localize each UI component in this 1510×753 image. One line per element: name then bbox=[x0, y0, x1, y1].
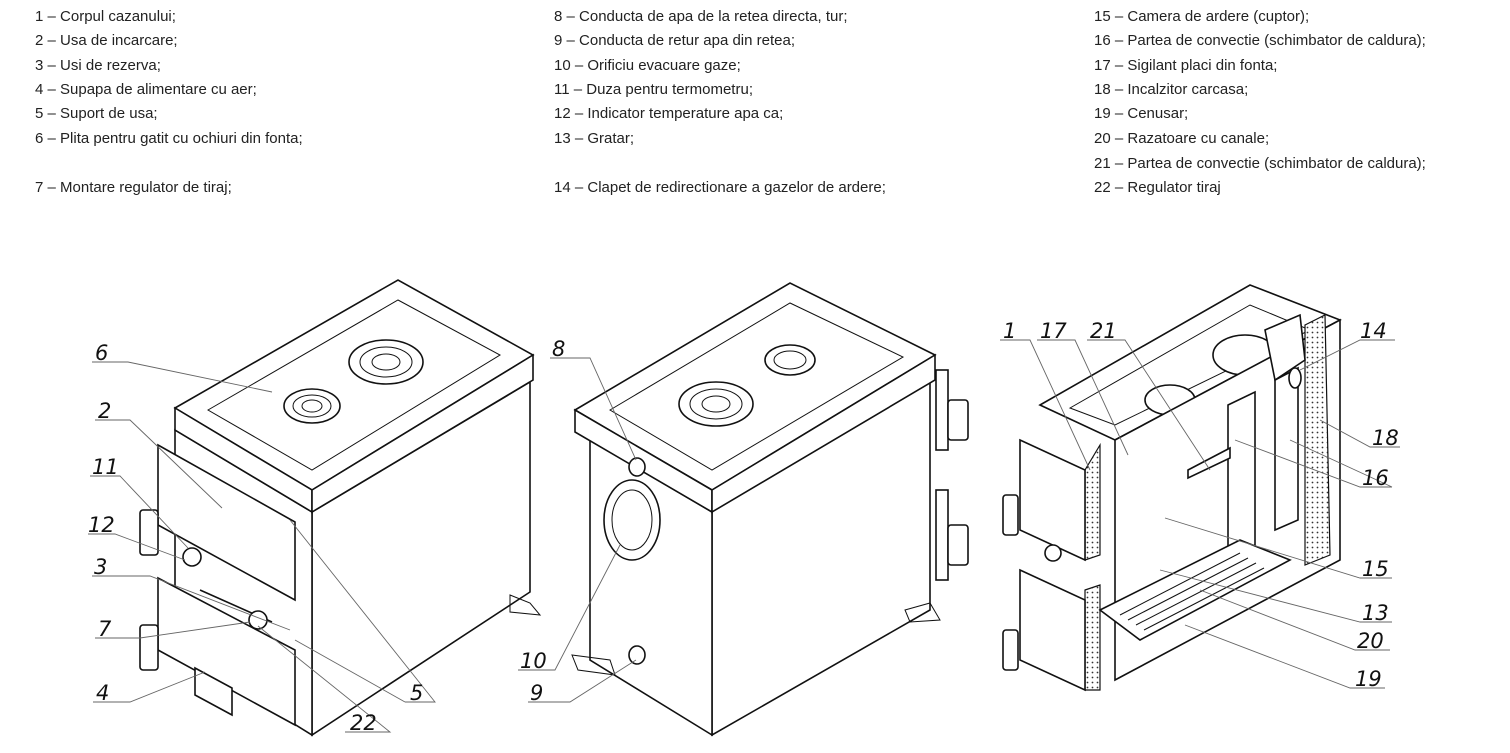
legend-item: 6 – Plita pentru gatit cu ochiuri din fo… bbox=[35, 130, 303, 147]
legend-item: 11 – Duza pentru termometru; bbox=[554, 81, 753, 98]
boiler-rear-view bbox=[571, 282, 969, 737]
legend-item: 19 – Cenusar; bbox=[1094, 105, 1189, 122]
callout-6: 6 bbox=[95, 341, 108, 365]
callout-20: 20 bbox=[1357, 629, 1384, 653]
callout-7: 7 bbox=[98, 617, 112, 641]
legend-item: 15 – Camera de ardere (cuptor); bbox=[1094, 8, 1310, 25]
callout-18: 18 bbox=[1372, 426, 1399, 450]
callout-13: 13 bbox=[1362, 601, 1389, 625]
legend-item: 18 – Incalzitor carcasa; bbox=[1094, 81, 1249, 98]
legend-item: 7 – Montare regulator de tiraj; bbox=[35, 179, 232, 196]
callout-9: 9 bbox=[530, 681, 543, 705]
legend-item: 20 – Razatoare cu canale; bbox=[1094, 130, 1270, 147]
callout-19: 19 bbox=[1355, 667, 1382, 691]
legend-item: 3 – Usi de rezerva; bbox=[35, 57, 161, 74]
callout-11: 11 bbox=[92, 455, 119, 479]
callout-12: 12 bbox=[88, 513, 115, 537]
callout-2: 2 bbox=[98, 399, 111, 423]
legend-item: 13 – Gratar; bbox=[554, 130, 635, 147]
callout-10: 10 bbox=[520, 649, 547, 673]
leader-lines bbox=[88, 339, 1400, 733]
legend-item: 22 – Regulator tiraj bbox=[1094, 179, 1221, 196]
callout-22: 22 bbox=[350, 711, 377, 735]
legend-item: 8 – Conducta de apa de la retea directa,… bbox=[554, 8, 848, 25]
legend-item: 2 – Usa de incarcare; bbox=[35, 32, 178, 49]
callout-21: 21 bbox=[1090, 319, 1117, 343]
legend-item: 21 – Partea de convectie (schimbator de … bbox=[1094, 155, 1426, 172]
callout-8: 8 bbox=[552, 337, 565, 361]
boiler-front-view bbox=[139, 279, 542, 737]
callout-14: 14 bbox=[1360, 319, 1387, 343]
callout-17: 17 bbox=[1040, 319, 1067, 343]
callout-numbers: 6 2 11 12 3 7 4 22 5 8 10 9 1 17 21 14 1… bbox=[88, 319, 1399, 735]
legend-item: 4 – Supapa de alimentare cu aer; bbox=[35, 81, 257, 98]
legend-item: 1 – Corpul cazanului; bbox=[35, 8, 176, 25]
callout-1: 1 bbox=[1003, 319, 1016, 343]
callout-3: 3 bbox=[94, 555, 107, 579]
boiler-cutaway-view bbox=[1002, 284, 1342, 692]
callout-4: 4 bbox=[96, 681, 109, 705]
legend-item: 16 – Partea de convectie (schimbator de … bbox=[1094, 32, 1426, 49]
callout-15: 15 bbox=[1362, 557, 1389, 581]
legend-item: 5 – Suport de usa; bbox=[35, 105, 158, 122]
callout-5: 5 bbox=[410, 681, 423, 705]
legend-item: 12 – Indicator temperature apa ca; bbox=[554, 105, 784, 122]
legend-item: 14 – Clapet de redirectionare a gazelor … bbox=[554, 179, 886, 196]
legend-item: 17 – Sigilant placi din fonta; bbox=[1094, 57, 1278, 74]
callout-16: 16 bbox=[1362, 466, 1389, 490]
legend-item: 10 – Orificiu evacuare gaze; bbox=[554, 57, 741, 74]
legend-item: 9 – Conducta de retur apa din retea; bbox=[554, 32, 795, 49]
